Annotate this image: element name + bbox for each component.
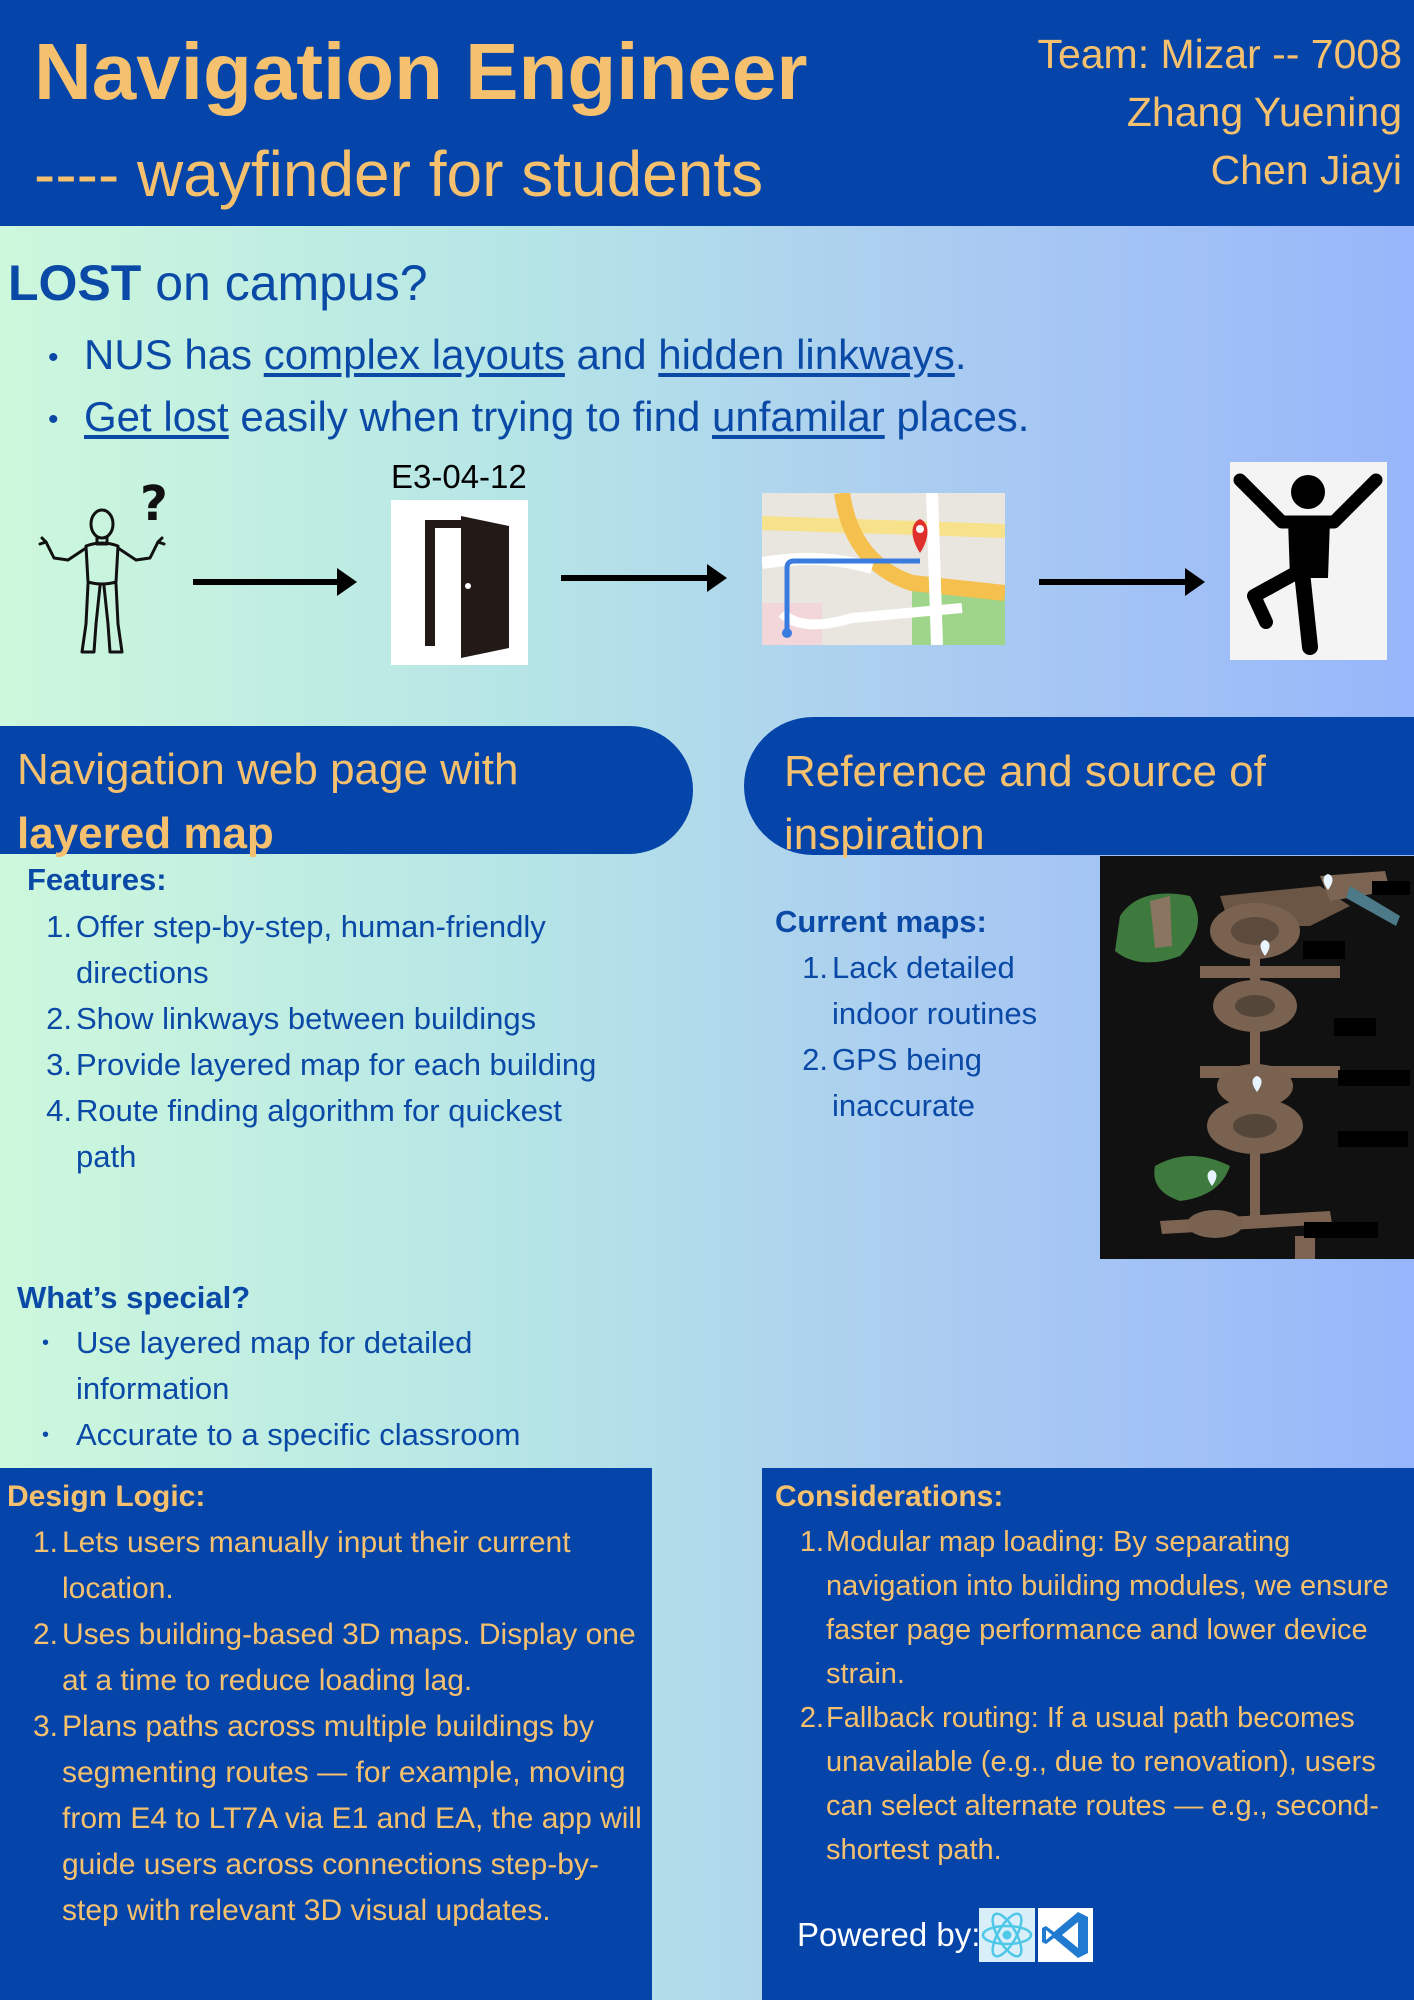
- svg-text:?: ?: [140, 478, 168, 532]
- special-heading: What’s special?: [17, 1280, 251, 1315]
- happy-person-icon: [1230, 462, 1387, 660]
- considerations-list: 1.Modular map loading: By separating nav…: [796, 1520, 1398, 1872]
- list-item: 1.Modular map loading: By separating nav…: [796, 1520, 1398, 1696]
- member-name: Zhang Yuening: [1126, 89, 1402, 135]
- door-icon: [391, 500, 528, 665]
- list-text: Modular map loading: By separating navig…: [826, 1526, 1389, 1690]
- current-maps-list: 1.Lack detailed indoor routines 2.GPS be…: [784, 945, 1074, 1129]
- list-text: Plans paths across multiple buildings by…: [62, 1710, 642, 1927]
- flow-arrow: [193, 568, 357, 596]
- list-item: • Accurate to a specific classroom: [28, 1412, 568, 1458]
- list-text: Uses building-based 3D maps. Display one…: [62, 1618, 636, 1697]
- intro-bullet: • Get lost easily when trying to find unf…: [48, 396, 1029, 438]
- team-name: Team: Mizar -- 7008: [1037, 31, 1402, 77]
- confused-person-icon: ?: [24, 476, 180, 658]
- list-text: Lack detailed indoor routines: [832, 950, 1038, 1031]
- banner-line: Navigation web page with: [17, 745, 519, 794]
- list-text: Accurate to a specific classroom: [76, 1417, 521, 1452]
- bullet-dot: •: [48, 340, 59, 374]
- text-run: NUS has: [84, 331, 264, 378]
- intro-bullet: • NUS has complex layouts and hidden link…: [48, 334, 966, 376]
- list-text: Show linkways between buildings: [76, 1001, 537, 1036]
- list-text: Lets users manually input their current …: [62, 1526, 571, 1605]
- design-logic-panel: Design Logic: 1.Lets users manually inpu…: [0, 1468, 652, 2000]
- underlined-text: complex layouts: [263, 331, 565, 378]
- underlined-text: hidden linkways: [658, 331, 955, 378]
- current-maps-heading: Current maps:: [775, 904, 987, 939]
- list-number: 1.: [799, 1526, 824, 1558]
- bullet-dot: •: [42, 1332, 50, 1354]
- header-banner: [0, 0, 1414, 226]
- member-name: Chen Jiayi: [1210, 147, 1402, 193]
- vscode-icon: [1038, 1908, 1093, 1962]
- intro-heading-bold: LOST: [8, 255, 142, 311]
- list-number: 2.: [46, 1001, 72, 1036]
- special-list: • Use layered map for detailed informatio…: [28, 1320, 568, 1458]
- bullet-dot: •: [48, 402, 59, 436]
- list-item: 2.Fallback routing: If a usual path beco…: [796, 1696, 1398, 1872]
- list-item: 1.Lack detailed indoor routines: [784, 945, 1074, 1037]
- list-item: 2.GPS being inaccurate: [784, 1037, 1074, 1129]
- considerations-heading: Considerations:: [775, 1480, 1004, 1513]
- banner-line: Reference and source of: [784, 747, 1266, 796]
- list-text: Offer step-by-step, human-friendly direc…: [76, 909, 546, 990]
- text-run: .: [954, 331, 967, 378]
- banner-line-bold: layered map: [17, 809, 274, 858]
- react-icon: [979, 1908, 1035, 1962]
- underlined-text: unfamilar: [711, 393, 885, 440]
- flow-arrow: [561, 564, 727, 592]
- list-item: 1.Offer step-by-step, human-friendly dir…: [28, 904, 628, 996]
- text-run: easily when trying to find: [228, 393, 712, 440]
- design-logic-heading: Design Logic:: [7, 1480, 206, 1513]
- page-title: Navigation Engineer: [34, 27, 808, 116]
- list-item: 4.Route finding algorithm for quickest p…: [28, 1088, 628, 1180]
- left-section-banner: Navigation web page with layered map: [0, 726, 693, 858]
- list-number: 2.: [802, 1042, 828, 1077]
- list-number: 3.: [46, 1047, 72, 1082]
- list-number: 1.: [46, 909, 72, 944]
- features-heading: Features:: [27, 862, 167, 897]
- list-item: 3.Plans paths across multiple buildings …: [28, 1704, 652, 1934]
- text-run: and: [564, 331, 659, 378]
- list-text: Fallback routing: If a usual path become…: [826, 1702, 1379, 1866]
- right-section-banner: Reference and source of inspiration: [744, 717, 1414, 859]
- list-number: 4.: [46, 1093, 72, 1128]
- powered-by-label: Powered by:: [797, 1916, 981, 1953]
- list-item: • Use layered map for detailed informatio…: [28, 1320, 568, 1412]
- list-text: Use layered map for detailed information: [76, 1325, 473, 1406]
- list-text: Route finding algorithm for quickest pat…: [76, 1093, 562, 1174]
- bullet-dot: •: [42, 1424, 50, 1446]
- layered-game-map-image: [1100, 856, 1414, 1259]
- list-item: 3.Provide layered map for each building: [28, 1042, 628, 1088]
- list-number: 2.: [32, 1618, 58, 1651]
- list-item: 1.Lets users manually input their curren…: [28, 1520, 652, 1612]
- list-item: 2.Show linkways between buildings: [28, 996, 628, 1042]
- list-number: 1.: [32, 1526, 58, 1559]
- list-number: 2.: [799, 1702, 824, 1734]
- design-logic-list: 1.Lets users manually input their curren…: [28, 1520, 652, 1934]
- map-route-icon: [761, 491, 1006, 646]
- list-text: GPS being inaccurate: [832, 1042, 982, 1123]
- page-subtitle: ---- wayfinder for students: [34, 138, 764, 210]
- list-number: 1.: [802, 950, 828, 985]
- underlined-text: Get lost: [84, 393, 229, 440]
- list-text: Provide layered map for each building: [76, 1047, 597, 1082]
- features-list: 1.Offer step-by-step, human-friendly dir…: [28, 904, 628, 1180]
- intro-heading: LOST on campus?: [8, 258, 428, 308]
- room-code-label: E3-04-12: [391, 458, 527, 495]
- banner-line: inspiration: [784, 810, 985, 859]
- flow-arrow: [1039, 568, 1205, 596]
- list-number: 3.: [32, 1710, 58, 1743]
- list-item: 2.Uses building-based 3D maps. Display o…: [28, 1612, 652, 1704]
- intro-heading-rest: on campus?: [141, 255, 428, 311]
- text-run: places.: [884, 393, 1030, 440]
